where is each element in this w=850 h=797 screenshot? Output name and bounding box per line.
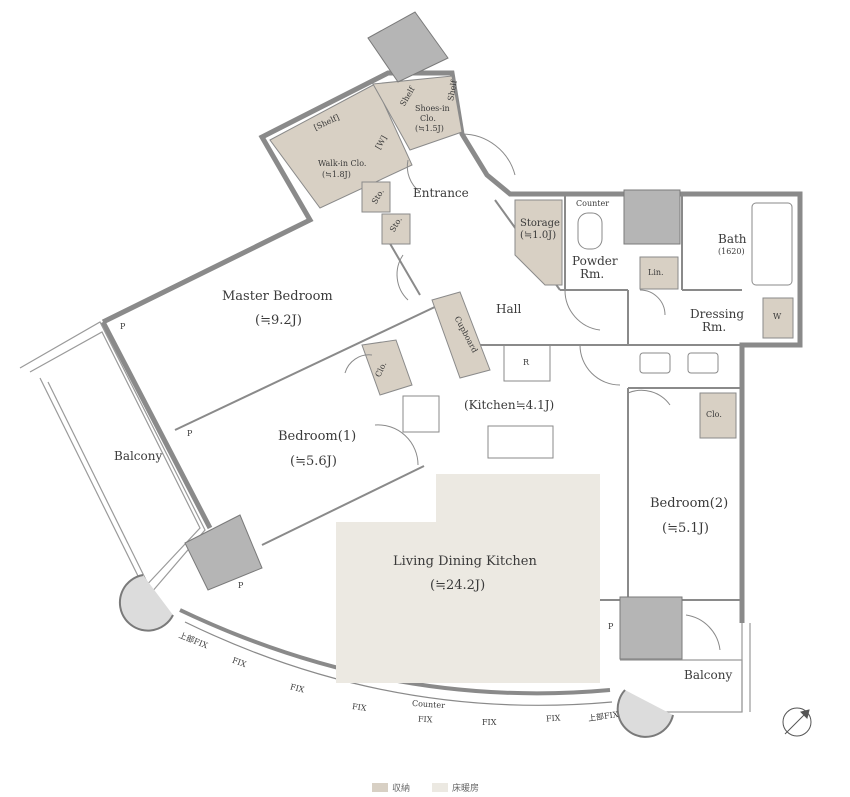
w-tag: W	[773, 312, 782, 321]
legend-storage-swatch	[372, 783, 388, 792]
hall-label: Hall	[496, 302, 522, 316]
powder-sub: Rm.	[580, 267, 605, 281]
bath-tub	[751, 202, 793, 286]
kitchen-island	[487, 425, 554, 459]
exterior-walls	[100, 70, 803, 623]
dressing-label: Dressing	[690, 307, 745, 321]
p-tag-4: P	[608, 622, 614, 631]
interior-walls	[174, 194, 742, 601]
legend-storage: 収納	[372, 781, 410, 794]
legend-storage-label: 収納	[392, 784, 411, 794]
right-balcony-corner	[616, 689, 674, 738]
clo-tag-bedroom2: Clo.	[706, 410, 722, 419]
floor-heating-area	[336, 474, 600, 683]
fix-tag-3: FIX	[351, 702, 367, 713]
cooktop	[402, 395, 440, 433]
shoes-sub: Clo.	[420, 114, 436, 123]
walkin-label: Walk-in Clo.	[318, 159, 367, 168]
bedroom2-label: Bedroom(2)	[650, 496, 729, 511]
entrance-label: Entrance	[413, 186, 469, 200]
dressing-sub: Rm.	[702, 320, 727, 334]
fix-tag-4: FIX	[417, 714, 433, 725]
bedroom1-label: Bedroom(1)	[278, 429, 357, 444]
ldk-area: (≒24.2J)	[430, 578, 486, 593]
bath-size: (1620)	[718, 247, 745, 256]
storage-area: (≒1.0J)	[520, 230, 557, 241]
compass-icon	[782, 707, 812, 737]
master-bedroom-area: (≒9.2J)	[255, 313, 302, 328]
storage-areas	[269, 75, 794, 439]
bath-label: Bath	[718, 232, 747, 246]
legend-floor-label: 床暖房	[452, 784, 480, 794]
kitchen-label: (Kitchen≒4.1J)	[464, 398, 555, 412]
wash-basin-1	[639, 352, 671, 374]
right-balcony	[620, 623, 751, 713]
p-tag-3: P	[238, 581, 244, 590]
toilet	[577, 212, 603, 250]
shoes-area: (≒1.5J)	[415, 124, 444, 133]
bedroom1-area: (≒5.6J)	[290, 454, 337, 469]
left-balcony-label: Balcony	[114, 449, 163, 463]
door-swings	[344, 133, 721, 651]
r-tag: R	[523, 358, 530, 367]
wash-basin-2	[687, 352, 719, 374]
ldk-label: Living Dining Kitchen	[393, 554, 537, 569]
p-tag-2: P	[187, 429, 193, 438]
left-balcony	[19, 321, 206, 601]
pipe-shafts	[184, 11, 683, 660]
counter-tag-top: Counter	[576, 199, 610, 208]
fix-tag-5: FIX	[482, 718, 497, 727]
lin-tag: Lin.	[648, 268, 664, 277]
powder-label: Powder	[572, 254, 618, 268]
fix-tag-6: FIX	[545, 713, 561, 724]
right-balcony-label: Balcony	[684, 668, 733, 682]
storage-label: Storage	[520, 218, 560, 229]
refrigerator-space	[503, 344, 551, 382]
shoes-label: Shoes-in	[415, 104, 450, 113]
legend-floor-swatch	[432, 783, 448, 792]
bedroom2-area: (≒5.1J)	[662, 521, 709, 536]
master-bedroom-label: Master Bedroom	[222, 289, 333, 304]
p-tag-1: P	[120, 322, 126, 331]
left-balcony-corner	[118, 574, 174, 632]
legend-floor-heating: 床暖房	[432, 781, 479, 794]
walkin-area: (≒1.8J)	[322, 170, 351, 179]
